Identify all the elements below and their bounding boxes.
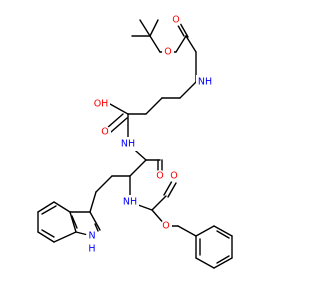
- atom-label-o: O: [162, 221, 169, 232]
- bond: [37, 201, 55, 213]
- bond: [151, 195, 167, 211]
- bond: [89, 191, 97, 213]
- cbz-ester-o-label: O: [160, 220, 172, 232]
- bond: [95, 175, 113, 193]
- bond: [53, 231, 77, 243]
- bond: [129, 159, 147, 177]
- bond: [53, 201, 71, 213]
- bond: [139, 19, 151, 37]
- amide-nh-label: NH: [119, 137, 137, 151]
- atom-label-o: O: [101, 127, 108, 138]
- atom-label-n: N: [88, 231, 95, 242]
- amide-o-label: O: [154, 170, 166, 182]
- bond: [110, 117, 128, 133]
- indole-n-label: N: [86, 230, 98, 242]
- atom-label-h: H: [88, 244, 95, 255]
- acid-oh-label: OH: [92, 97, 110, 111]
- acid-o-label: O: [99, 126, 111, 138]
- bond: [149, 19, 159, 37]
- atom-label-nh: NH: [123, 197, 137, 208]
- bond: [179, 81, 197, 99]
- atom-label-nh: NH: [198, 77, 212, 88]
- boc-carbonyl-o-label: O: [170, 14, 182, 26]
- atom-label-o: O: [156, 171, 163, 182]
- bond: [213, 225, 233, 237]
- bond: [94, 223, 99, 232]
- bond: [216, 255, 230, 264]
- cbz-carbonyl-o-label: O: [168, 170, 180, 182]
- boc-ester-o-label: O: [162, 46, 174, 58]
- bond: [179, 22, 189, 38]
- indole-h-label: H: [86, 243, 98, 255]
- bond: [213, 257, 233, 269]
- bond: [89, 211, 101, 231]
- bond: [106, 113, 124, 129]
- peptide-backbone: [95, 143, 163, 203]
- bond: [195, 257, 215, 269]
- bond: [145, 97, 163, 115]
- bond: [167, 182, 177, 198]
- bond: [37, 231, 55, 243]
- bond: [41, 205, 57, 215]
- bond: [185, 35, 197, 53]
- atom-label-o: O: [172, 15, 179, 26]
- bond: [109, 103, 129, 115]
- indole-ring: [37, 191, 101, 243]
- cbz-nh-label: NH: [121, 195, 139, 209]
- bond: [163, 180, 173, 196]
- bond: [71, 215, 78, 229]
- cbz-group: [129, 180, 233, 269]
- bond: [177, 225, 197, 237]
- bond: [175, 35, 187, 53]
- atom-label-oh: OH: [94, 99, 109, 110]
- atom-label-o: O: [170, 171, 177, 182]
- atom-label-o: O: [164, 47, 171, 58]
- boc-nh-label: NH: [196, 75, 214, 89]
- lysine-chain: [106, 81, 197, 145]
- molecule-structure: O O NH OH O NH O NH O O N H: [37, 14, 233, 269]
- atom-label-nh: NH: [121, 139, 135, 150]
- bond: [149, 35, 161, 53]
- bond: [195, 225, 215, 237]
- bond: [216, 230, 230, 239]
- bond: [69, 211, 77, 233]
- bond: [41, 229, 55, 238]
